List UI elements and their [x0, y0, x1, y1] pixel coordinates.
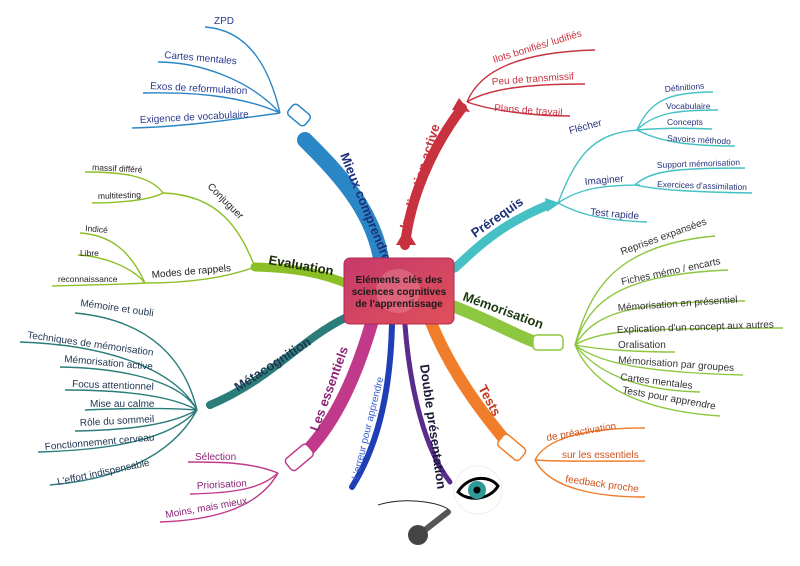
sub-branch-modes-de-rappels: Modes de rappels: [151, 263, 231, 281]
leaf: reconnaissance: [58, 274, 118, 284]
leaf: Techniques de mémorisation: [27, 330, 155, 359]
central-title-line: sciences cognitives: [352, 287, 447, 298]
branch-label: Métacognition: [231, 334, 313, 395]
trunk: [349, 322, 395, 490]
central-title-line: de l'apprentissage: [355, 299, 443, 310]
leaf: Exos de reformulation: [150, 81, 248, 97]
leaf: multitesting: [98, 189, 142, 201]
arrow-icon: [396, 228, 416, 245]
leaf: Priorisation: [197, 478, 248, 492]
trunk: [450, 200, 553, 273]
pointing-hand-icon: [497, 433, 527, 462]
leaf: Libre: [80, 248, 99, 258]
leaf: L'effort indispensable: [56, 458, 151, 488]
trunk: [303, 315, 379, 455]
leaf: sur les essentiels: [562, 450, 639, 461]
trunk: [424, 314, 511, 446]
leaf: Rôle du sommeil: [80, 414, 155, 429]
leaf: Exercices d'assimilation: [657, 179, 748, 192]
microphone-icon: [377, 500, 451, 545]
leaf: Reprises expansées: [619, 216, 708, 257]
leaf: Mémorisation en présentiel: [617, 295, 738, 314]
leaf: Test rapide: [590, 207, 640, 222]
central-title-line: Eléments clés des: [356, 275, 443, 286]
leaf: de préactivation: [546, 421, 617, 444]
leaf: Concepts: [667, 117, 703, 127]
sub-branch-flecher: Flécher: [568, 117, 604, 136]
branch-label: Implication active: [397, 122, 443, 231]
sub-branch-conjuguer: Conjuguer: [205, 181, 246, 222]
arrow-icon: [545, 198, 560, 212]
leaf: Oralisation: [618, 340, 666, 351]
leaf: Mémoire et oubli: [80, 298, 155, 319]
leaf: Mise au calme: [90, 399, 155, 410]
leaf: Cartes mentales: [164, 50, 237, 67]
branch-label: L'erreur pour apprendre: [350, 375, 386, 480]
branch-double-presentation: Double présentation: [377, 322, 503, 545]
leaf: Support mémorisation: [657, 157, 741, 170]
branch-mieux-comprendre: ZPD Cartes mentales Exos de reformulatio…: [131, 16, 394, 273]
branch-label: Mieux comprendre: [337, 151, 394, 264]
trunk: [444, 299, 541, 348]
leaf: Focus attentionnel: [72, 379, 154, 393]
brain-icon: [376, 269, 420, 313]
trunk: [297, 132, 390, 273]
eye-icon: [453, 465, 503, 515]
leaf: feedback proche: [565, 474, 640, 495]
leaf: Vocabulaire: [666, 101, 711, 111]
leaf: Fonctionnement cerveau: [44, 432, 155, 453]
leaf: Indicé: [85, 223, 109, 235]
leaf: massif différé: [92, 162, 143, 175]
branch-memorisation: Reprises expansées Fiches mémo / encarts…: [444, 216, 784, 417]
sub-branch-imaginer: Imaginer: [584, 174, 624, 188]
pointing-hand-icon: [532, 334, 564, 351]
trunk: [206, 314, 349, 409]
leaf: Sélection: [195, 452, 236, 463]
leaf: Ilots bonifiés/ ludifiés: [492, 28, 583, 65]
leaf: Explication d'un concept aux autres: [617, 320, 774, 336]
leaf: Plans de travail: [494, 103, 563, 119]
leaf: Savoirs méthodo: [667, 133, 731, 146]
leaf: Définitions: [664, 81, 704, 94]
pointing-hand-icon: [284, 443, 314, 472]
trunk: [250, 262, 355, 290]
branch-essentiels: Sélection Priorisation Moins, mais mieux…: [159, 315, 379, 523]
trunk: [402, 322, 453, 485]
trunk: [400, 103, 467, 250]
arrow-icon: [452, 98, 470, 112]
pointing-hand-icon: [286, 103, 312, 127]
branch-evaluation: Conjuguer Modes de rappels massif différ…: [51, 162, 355, 290]
leaf: ZPD: [214, 16, 234, 27]
central-topic: Eléments clés des sciences cognitives de…: [343, 257, 455, 325]
